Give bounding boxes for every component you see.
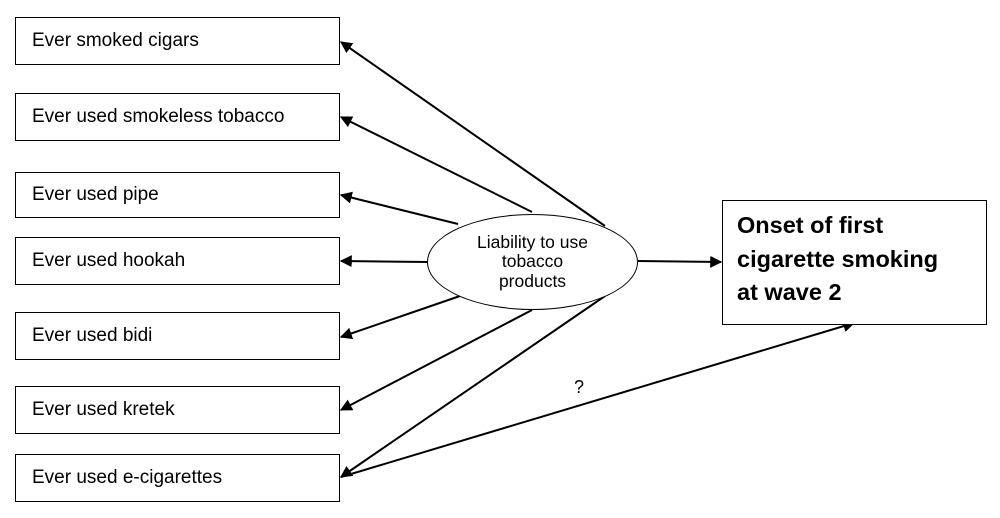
arrow-to-kretek bbox=[339, 309, 533, 411]
indicator-ever-used-hookah: Ever used hookah bbox=[15, 237, 340, 285]
outcome-onset-node: Onset of first cigarette smoking at wave… bbox=[722, 200, 987, 325]
indicator-label: Ever used hookah bbox=[32, 250, 186, 271]
arrow-to-bidi bbox=[339, 295, 461, 340]
arrow-to-smokeless-tobacco bbox=[339, 116, 533, 213]
indicator-ever-used-e-cigarettes: Ever used e-cigarettes bbox=[15, 454, 340, 502]
latent-label-line: products bbox=[498, 270, 567, 291]
indicator-label: Ever used e-cigarettes bbox=[32, 467, 223, 488]
indicator-ever-used-bidi: Ever used bidi bbox=[15, 312, 340, 360]
outcome-label-line: at wave 2 bbox=[737, 279, 842, 306]
latent-label-line: tobacco bbox=[501, 251, 564, 272]
unknown-path-label: ? bbox=[564, 377, 595, 398]
outcome-label-line: cigarette smoking bbox=[737, 245, 939, 272]
arrow-to-e-cigarettes bbox=[340, 295, 606, 478]
arrow-to-hookah bbox=[339, 255, 429, 268]
latent-label-line: Liability to use bbox=[477, 231, 588, 252]
indicator-label: Ever smoked cigars bbox=[32, 30, 199, 51]
arrow-e-cigarettes-to-outcome bbox=[340, 320, 856, 478]
outcome-label-line: Onset of first bbox=[737, 212, 884, 238]
indicator-ever-used-pipe: Ever used pipe bbox=[15, 172, 340, 218]
indicator-ever-used-kretek: Ever used kretek bbox=[15, 386, 340, 434]
indicator-label: Ever used pipe bbox=[32, 184, 159, 205]
indicator-label: Ever used smokeless tobacco bbox=[32, 106, 285, 127]
arrow-to-pipe bbox=[339, 191, 459, 225]
arrow-to-outcome bbox=[637, 255, 723, 268]
indicator-label: Ever used kretek bbox=[32, 399, 175, 420]
indicator-ever-used-smokeless-tobacco: Ever used smokeless tobacco bbox=[15, 93, 340, 141]
indicator-label: Ever used bidi bbox=[32, 325, 153, 346]
indicator-ever-smoked-cigars: Ever smoked cigars bbox=[15, 17, 340, 65]
latent-liability-node: Liability to use tobacco products bbox=[427, 214, 638, 310]
arrow-to-cigars bbox=[340, 41, 606, 227]
